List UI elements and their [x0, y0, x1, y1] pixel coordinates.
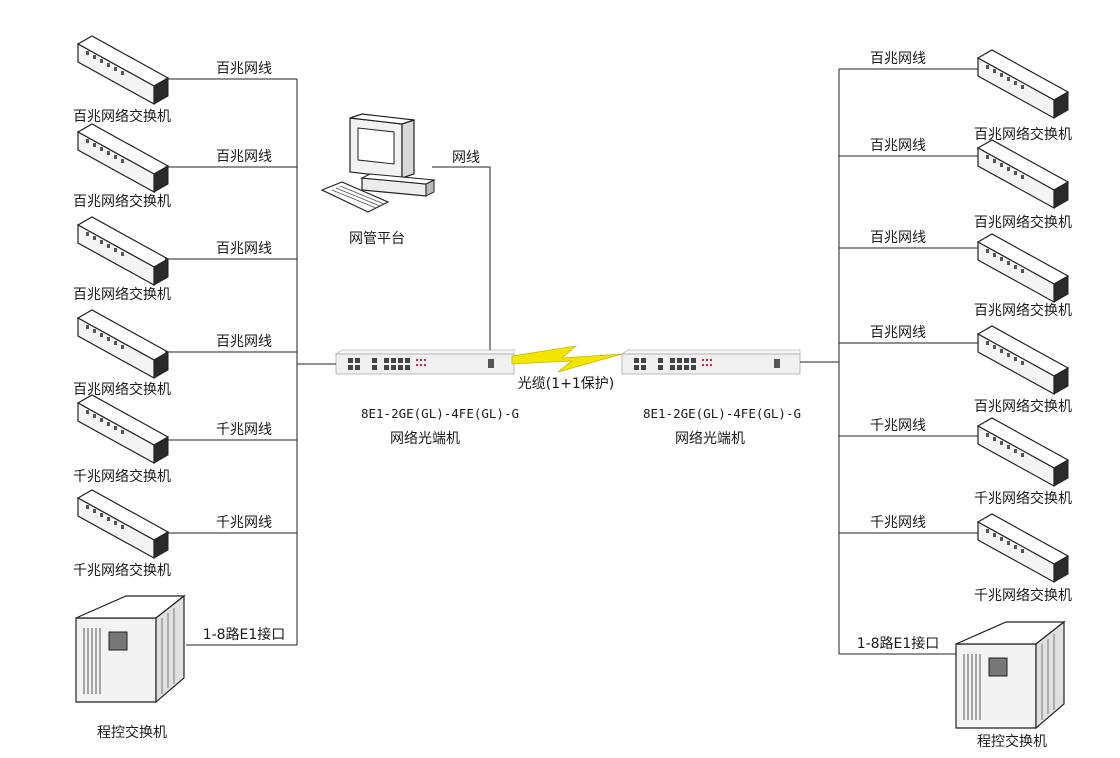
right-device-name: 百兆网络交换机: [974, 398, 1072, 415]
left-link-label: 1-8路E1接口: [203, 626, 286, 643]
optical-terminal-left-icon: [335, 349, 515, 375]
right-device-7: 程控交换机 1-8路E1接口: [839, 621, 1065, 750]
right-device-2: 百兆网络交换机 百兆网线: [839, 138, 1072, 231]
terminal-left-model: 8E1-2GE(GL)-4FE(GL)-G: [361, 406, 519, 421]
nms-link-label: 网线: [452, 150, 480, 166]
network-switch-icon: [77, 216, 169, 286]
right-link-label: 百兆网线: [870, 230, 926, 246]
right-device-1: 百兆网络交换机 百兆网线: [839, 49, 1072, 143]
right-link-label: 百兆网线: [870, 51, 926, 67]
terminal-right-model: 8E1-2GE(GL)-4FE(GL)-G: [643, 406, 801, 421]
fiber-link-icon: [511, 345, 623, 373]
right-device-name: 程控交换机: [977, 733, 1047, 750]
network-switch-icon: [77, 35, 169, 105]
right-device-name: 百兆网络交换机: [974, 126, 1072, 143]
pbx-icon: [955, 621, 1065, 729]
fiber-label: 光缆(1+1保护): [518, 376, 614, 392]
left-device-group: 百兆网络交换机百兆网线百兆网络交换机百兆网线百兆网络交换机百兆网线百兆网络交换机…: [73, 35, 297, 741]
right-link-label: 千兆网线: [870, 515, 926, 531]
left-device-name: 千兆网络交换机: [73, 562, 171, 579]
left-device-name: 百兆网络交换机: [73, 286, 171, 303]
right-device-name: 百兆网络交换机: [974, 214, 1072, 231]
right-link-label: 百兆网线: [870, 138, 926, 154]
right-link-label: 1-8路E1接口: [857, 635, 940, 652]
network-switch-icon: [77, 394, 169, 464]
network-switch-icon: [977, 139, 1069, 209]
network-switch-icon: [77, 489, 169, 559]
nms-wire: [432, 166, 491, 350]
right-device-name: 千兆网络交换机: [974, 490, 1072, 507]
left-device-name: 百兆网络交换机: [73, 108, 171, 125]
left-device-6: 千兆网络交换机 千兆网线: [73, 489, 297, 579]
right-device-3: 百兆网络交换机 百兆网线: [839, 230, 1072, 319]
pbx-icon: [75, 595, 185, 703]
left-link-label: 千兆网线: [216, 422, 272, 438]
optical-terminal-right-icon: [621, 349, 801, 375]
left-link-label: 百兆网线: [216, 149, 272, 165]
network-switch-icon: [977, 513, 1069, 583]
network-switch-icon: [77, 123, 169, 193]
left-device-4: 百兆网络交换机 百兆网线: [73, 309, 297, 398]
network-switch-icon: [977, 417, 1069, 487]
network-switch-icon: [977, 49, 1069, 119]
network-switch-icon: [977, 233, 1069, 303]
terminal-left-name: 网络光端机: [390, 431, 460, 447]
left-link-label: 百兆网线: [216, 334, 272, 350]
nms-name: 网管平台: [349, 231, 405, 247]
left-device-name: 百兆网络交换机: [73, 381, 171, 398]
left-link-label: 千兆网线: [216, 515, 272, 531]
right-device-5: 千兆网络交换机 千兆网线: [839, 417, 1072, 507]
left-device-name: 程控交换机: [97, 724, 167, 741]
left-device-3: 百兆网络交换机 百兆网线: [73, 216, 297, 303]
left-device-2: 百兆网络交换机 百兆网线: [73, 123, 297, 210]
left-device-name: 百兆网络交换机: [73, 193, 171, 210]
computer-icon: [321, 113, 435, 213]
right-device-name: 百兆网络交换机: [974, 302, 1072, 319]
right-device-6: 千兆网络交换机 千兆网线: [839, 513, 1072, 604]
left-device-5: 千兆网络交换机 千兆网线: [73, 394, 297, 485]
right-device-4: 百兆网络交换机 百兆网线: [839, 325, 1072, 415]
network-switch-icon: [977, 325, 1069, 395]
left-link-label: 百兆网线: [216, 241, 272, 257]
left-device-1: 百兆网络交换机 百兆网线: [73, 35, 297, 125]
left-device-name: 千兆网络交换机: [73, 468, 171, 485]
right-link-label: 百兆网线: [870, 325, 926, 341]
right-device-name: 千兆网络交换机: [974, 587, 1072, 604]
network-switch-icon: [77, 309, 169, 379]
left-device-7: 程控交换机 1-8路E1接口: [75, 595, 297, 741]
right-device-group: 百兆网络交换机百兆网线百兆网络交换机百兆网线百兆网络交换机百兆网线百兆网络交换机…: [839, 49, 1072, 750]
terminal-right-name: 网络光端机: [675, 431, 745, 447]
right-link-label: 千兆网线: [870, 418, 926, 434]
left-link-label: 百兆网线: [216, 61, 272, 77]
